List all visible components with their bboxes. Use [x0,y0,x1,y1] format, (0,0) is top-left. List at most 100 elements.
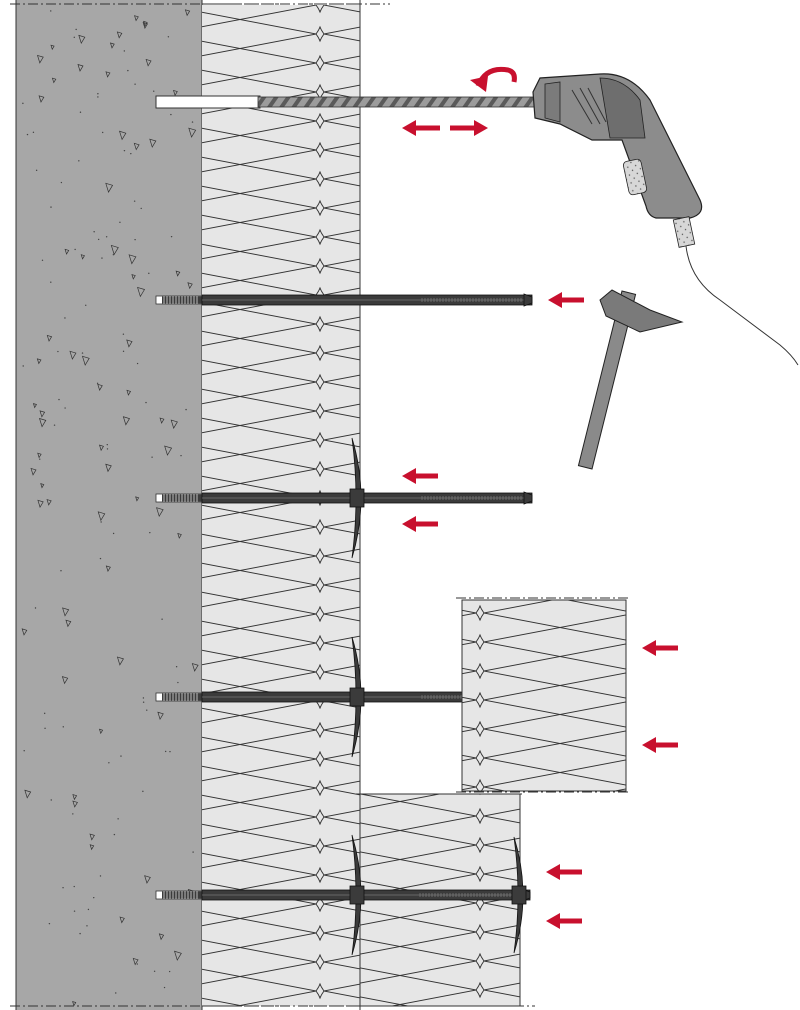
aggregate-dot [112,254,115,256]
drill-cable [685,245,799,366]
drill-hole [155,95,261,109]
aggregate-stone [134,15,139,22]
anchor-head [523,293,533,307]
aggregate-dot [117,818,119,820]
aggregate-dot [170,235,173,238]
aggregate-dot [73,36,75,39]
aggregate-stone [133,142,140,151]
aggregate-dot [149,531,151,534]
aggregate-stone [145,58,152,67]
washer-hub [349,885,365,905]
aggregate-dot [86,925,88,927]
insulation-layer [202,0,361,1010]
washer-hub [349,488,365,508]
aggregate-dot [35,169,38,172]
push-arrow-icon [402,516,438,532]
aggregate-stone [46,334,53,342]
aggregate-dot [106,448,109,450]
aggregate-dot [97,238,100,241]
aggregate-stone [97,511,106,522]
aggregate-stone [65,619,72,628]
step-1-drilling [155,66,799,366]
aggregate-dot [106,443,108,446]
aggregate-dot [22,102,24,105]
aggregate-dot [79,111,82,113]
aggregate-dot [148,272,150,275]
aggregate-dot [130,152,132,155]
aggregate-dot [136,362,139,365]
aggregate-dot [185,408,187,411]
aggregate-stone [105,565,111,573]
aggregate-dot [93,896,95,899]
aggregate-stone [116,656,124,666]
anchor-sleeve [155,834,531,956]
rotation-arrow-icon [475,66,517,88]
aggregate-stone [144,875,151,884]
aggregate-dot [23,750,25,752]
aggregate-stone [109,42,115,49]
aggregate-dot [175,665,178,668]
aggregate-dot [105,236,108,238]
aggregate-dot [41,259,44,261]
aggregate-stone [21,628,28,636]
aggregate-stone [36,54,44,64]
aggregate-dot [153,90,155,92]
aggregate-dot [168,970,171,973]
aggregate-stone [105,71,111,78]
aggregate-dot [50,281,52,283]
aggregate-stone [122,416,131,426]
aggregate-dot [26,133,29,136]
aggregate-dot [119,221,121,224]
aggregate-stone [105,463,112,473]
aggregate-stone [128,254,137,265]
aggregate-dot [58,398,60,401]
aggregate-stone [38,95,45,103]
aggregate-stone [98,728,104,735]
aggregate-dot [167,36,170,38]
aggregate-dot [60,181,63,184]
aggregate-stone [119,130,127,141]
insulation-board-floating [456,597,628,793]
aggregate-stone [77,63,84,72]
aggregate-stone [72,800,78,808]
push-arrow-icon [402,468,438,484]
aggregate-stone [126,389,132,396]
aggregate-dot [81,352,84,354]
aggregate-stone [188,127,197,138]
aggregate-dot [180,454,182,457]
aggregate-dot [78,160,80,162]
aggregate-stone [72,794,78,801]
aggregate-dot [64,317,66,319]
aggregate-dot [163,986,166,989]
aggregate-dot [146,709,148,711]
aggregate-stone [116,31,123,39]
aggregate-dot [93,231,95,233]
aggregate-stone [187,282,193,290]
aggregate-dot [123,50,126,52]
aggregate-dot [191,121,194,123]
aggregate-stone [159,417,165,424]
anchors [155,293,533,758]
aggregate-stone [51,77,57,84]
aggregate-dot [99,875,102,877]
aggregate-dot [62,726,64,728]
aggregate-dot [48,922,51,925]
aggregate-dot [57,350,59,353]
aggregate-stone [39,417,47,428]
aggregate-dot [142,790,144,793]
aggregate-dot [115,992,117,994]
push-arrow-icon [546,864,582,880]
aggregate-dot [75,28,77,31]
aggregate-dot [134,238,136,241]
push-arrow-icon [548,292,584,308]
drill-bit [257,96,535,108]
aggregate-dot [113,833,116,836]
aggregate-stone [126,339,133,348]
aggregate-dot [112,532,115,535]
aggregate-stone [89,844,95,851]
aggregate-dot [73,885,75,888]
aggregate-stone [78,34,86,44]
arrow-head [402,468,416,484]
aggregate-stone [72,1001,77,1007]
